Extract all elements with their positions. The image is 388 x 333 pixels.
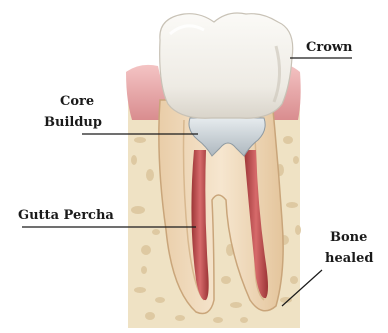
bone-pore bbox=[283, 136, 293, 144]
bone-pore bbox=[131, 155, 137, 165]
bone-pore bbox=[141, 266, 147, 274]
bone-pore bbox=[175, 315, 185, 321]
bone-pore bbox=[295, 225, 301, 235]
gutta-percha-label: Gutta Percha bbox=[18, 208, 114, 223]
bone-pore bbox=[293, 156, 299, 164]
bone-healed-label: Bone bbox=[330, 230, 367, 245]
bone-pore bbox=[286, 202, 298, 208]
bone-pore bbox=[213, 317, 223, 323]
bone-pore bbox=[146, 169, 154, 181]
crown-label: Crown bbox=[306, 40, 353, 55]
bone-pore bbox=[230, 302, 242, 308]
bone-pore bbox=[134, 287, 146, 293]
bone-pore bbox=[145, 312, 155, 320]
bone-pore bbox=[134, 137, 146, 143]
core-buildup-label: Buildup bbox=[44, 115, 102, 130]
bone-pore bbox=[155, 297, 165, 303]
bone-pore bbox=[152, 229, 160, 235]
bone-pore bbox=[221, 276, 231, 284]
bone-pore bbox=[240, 317, 248, 323]
bone-pore bbox=[290, 276, 298, 284]
bone-healed-label: healed bbox=[325, 251, 373, 266]
bone-pore bbox=[141, 245, 151, 255]
bone-pore bbox=[131, 206, 145, 214]
core-buildup-label: Core bbox=[60, 94, 94, 109]
